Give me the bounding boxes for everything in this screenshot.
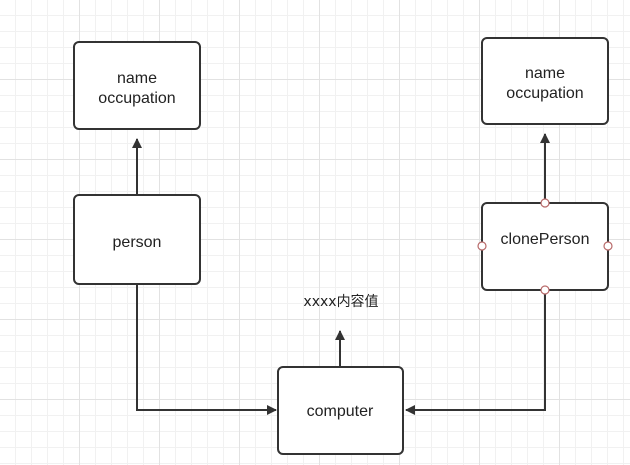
handle-top[interactable] — [540, 198, 550, 208]
computer-node[interactable]: computer — [277, 366, 404, 455]
handle-bottom[interactable] — [540, 285, 550, 295]
handle-left[interactable] — [477, 241, 487, 251]
computer-label: computer — [307, 403, 374, 420]
person-label: person — [113, 234, 162, 251]
connectors — [132, 133, 550, 415]
clone-fields-node[interactable]: name occupation — [481, 37, 609, 125]
clone-fields-box[interactable] — [481, 37, 609, 125]
clone-person-label: clonePerson — [501, 231, 590, 248]
person-fields-node[interactable]: name occupation — [73, 41, 201, 130]
handle-right[interactable] — [603, 241, 613, 251]
person-box[interactable] — [73, 194, 201, 285]
clone-field-name: name — [525, 65, 565, 82]
computer-value-label: xxxx内容值 — [303, 293, 378, 310]
clone-person-node[interactable]: clonePerson — [477, 198, 613, 295]
arrow-clone-to-computer — [405, 290, 546, 415]
arrow-person-to-computer — [136, 285, 277, 415]
person-fields-box[interactable] — [73, 41, 201, 130]
computer-box[interactable] — [277, 366, 404, 455]
clone-field-occupation: occupation — [506, 85, 583, 102]
person-field-name: name — [117, 70, 157, 87]
person-field-occupation: occupation — [98, 90, 175, 107]
person-node[interactable]: person — [73, 194, 201, 285]
